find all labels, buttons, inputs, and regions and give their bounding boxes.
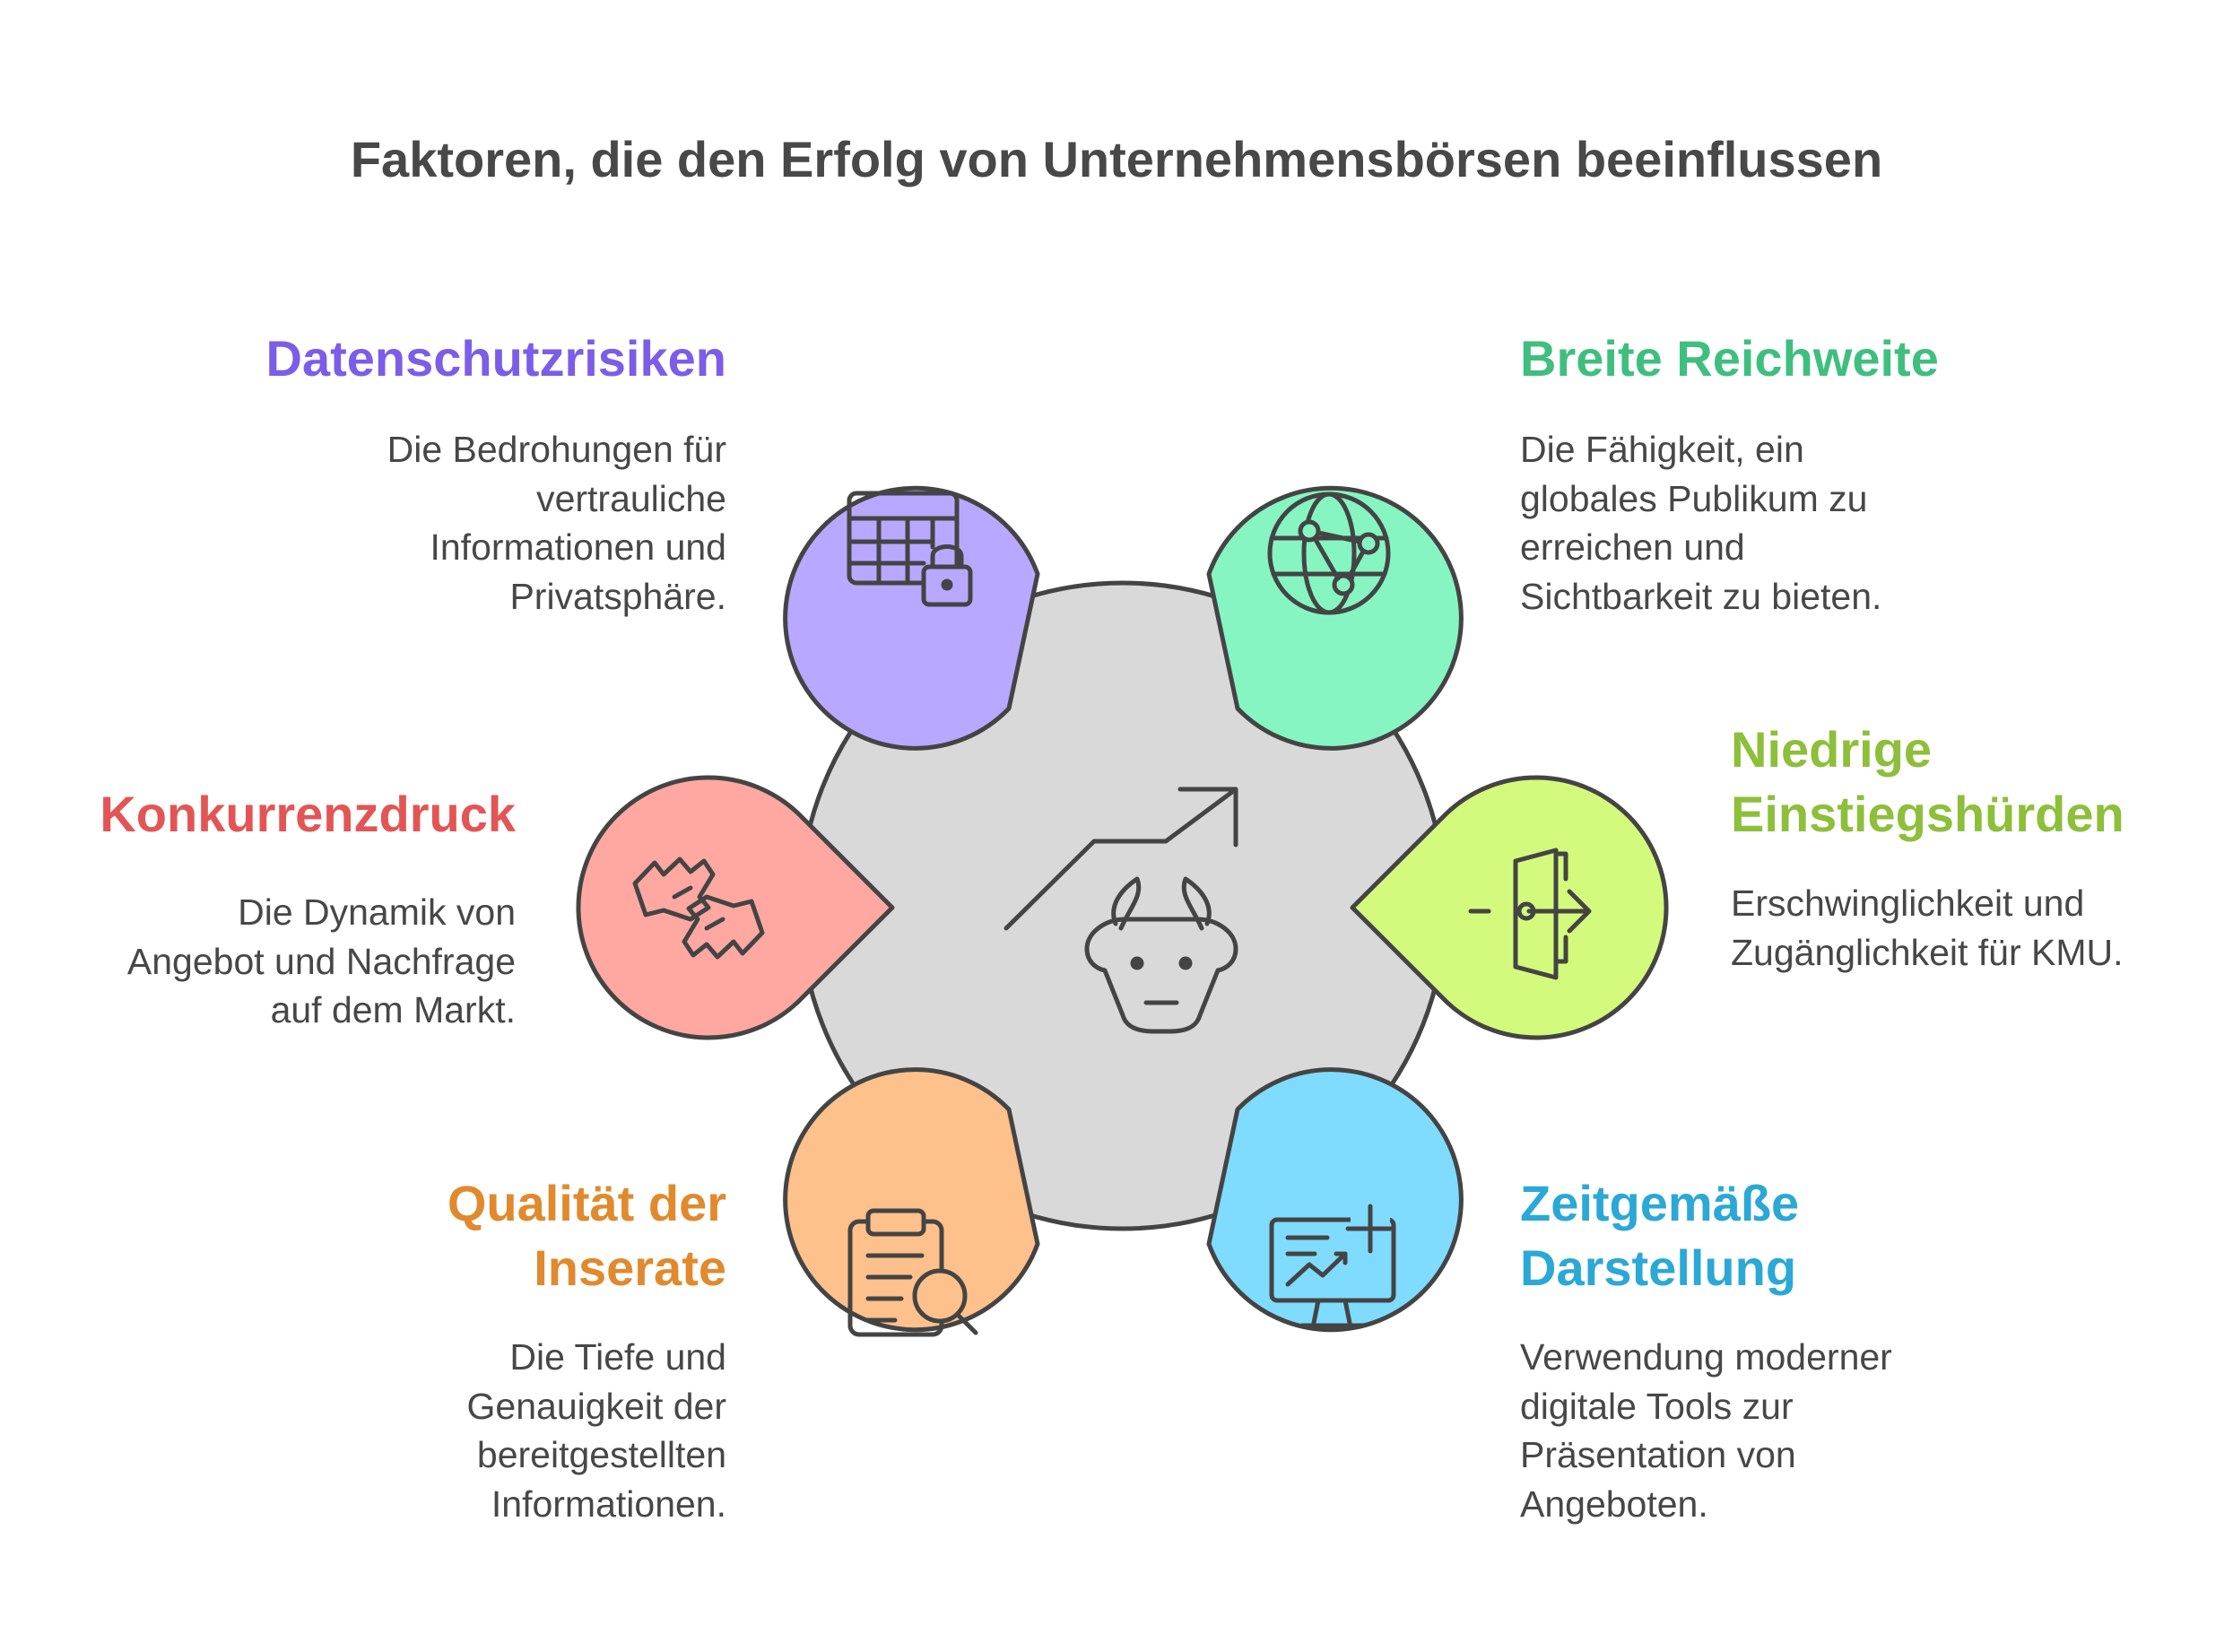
monitor-chart-plus-icon [1269,1204,1396,1328]
table-lock-icon [847,491,973,607]
factor-title-qualitaet-der-inserate: Qualität der Inserate [447,1175,726,1296]
pin-niedrige-einstiegshuerden [1350,775,1669,1040]
door-exit-icon [1468,848,1592,980]
factor-title-niedrige-einstiegshuerden: Niedrige Einstiegshürden [1731,721,2124,842]
factor-title-zeitgemaesse-darstellung: Zeitgemäße Darstellung [1520,1175,1800,1296]
factor-desc-breite-reichweite: Die Fähigkeit, ein globales Publikum zu … [1520,429,1882,617]
factor-title-konkurrenzdruck: Konkurrenzdruck [100,786,516,842]
globe-network-icon [1267,491,1391,615]
pin-breite-reichweite [1206,485,1464,751]
factor-title-datenschutzrisiken: Datenschutzrisiken [265,330,727,387]
page-title: Faktoren, die den Erfolg von Unternehmen… [350,131,1883,187]
fists-bump-icon [632,856,765,960]
bull-market-icon [1004,787,1238,1034]
factor-desc-datenschutzrisiken: Die Bedrohungen für vertrauliche Informa… [387,429,726,617]
pin-datenschutzrisiken [783,485,1040,751]
clipboard-search-icon [847,1208,978,1337]
factor-desc-zeitgemaesse-darstellung: Verwendung moderner digitale Tools zur P… [1520,1336,1892,1525]
pin-qualitaet-der-inserate [783,1067,1040,1337]
factor-desc-niedrige-einstiegshuerden: Erschwinglichkeit und Zugänglichkeit für… [1731,883,2124,973]
factor-desc-qualitaet-der-inserate: Die Tiefe und Genauigkeit der bereitgest… [466,1336,726,1525]
pin-konkurrenzdruck [576,775,895,1040]
factor-title-breite-reichweite: Breite Reichweite [1520,330,1939,387]
factor-desc-konkurrenzdruck: Die Dynamik von Angebot und Nachfrage au… [126,891,516,1030]
pin-zeitgemaesse-darstellung [1206,1067,1464,1333]
